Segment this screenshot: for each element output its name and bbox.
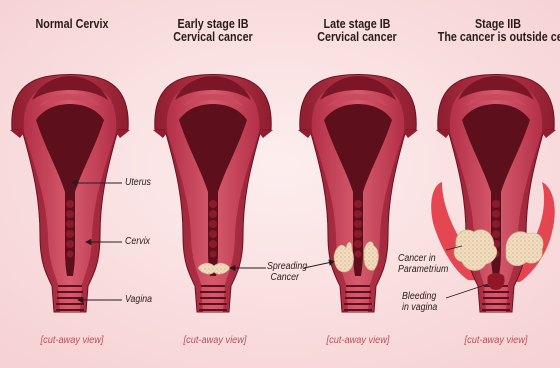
panel-title-line: Cervical cancer [153,31,273,44]
label-bleeding-in-vagina: Bleeding in vagina [402,292,437,313]
label-line: Spreading [267,262,307,273]
panel-title-line: The cancer is outside cervix [438,31,558,44]
label-line: Cancer [267,273,307,284]
panel-title-early-ib: Early stage IB Cervical cancer [153,18,273,44]
panel-caption: [cut-away view] [12,335,132,346]
panel-title-normal: Normal Cervix [12,18,132,31]
panel-caption: [cut-away view] [436,335,556,346]
label-spreading-cancer: Spreading Cancer [267,262,307,283]
label-line: Cancer in [398,254,448,265]
label-cervix: Cervix [125,237,150,248]
panel-title-line: Normal Cervix [12,18,132,31]
label-line: Bleeding [402,292,437,303]
panel-title-line: Cervical cancer [297,31,417,44]
label-line: Parametrium [398,265,448,276]
panel-title-late-ib: Late stage IB Cervical cancer [297,18,417,44]
label-vagina: Vagina [125,295,152,306]
panel-title-stage-iib: Stage IIB The cancer is outside cervix [438,18,558,44]
label-line: in vagina [402,303,437,314]
panel-caption: [cut-away view] [155,335,275,346]
panel-caption: [cut-away view] [298,335,418,346]
label-uterus: Uterus [125,178,151,189]
label-cancer-in-parametrium: Cancer in Parametrium [398,254,448,275]
